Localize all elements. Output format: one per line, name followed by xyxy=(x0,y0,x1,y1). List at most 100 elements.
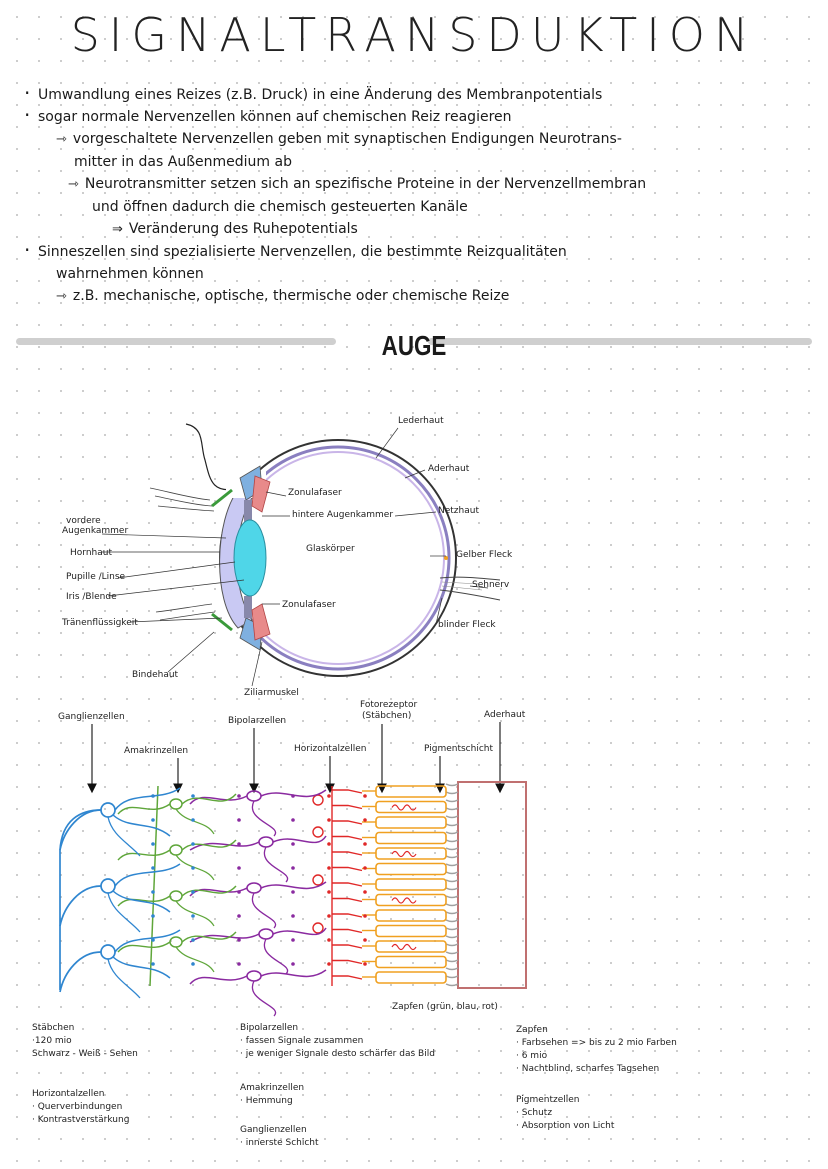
synapse-dot xyxy=(291,938,295,942)
pigment-squiggle xyxy=(445,855,459,859)
ganglion-axon xyxy=(59,885,102,927)
notes-bipolarzellen: Bipolarzellen· fassen Signale zusammen· … xyxy=(240,1023,435,1059)
notes-zapfen: Zapfen· Farbsehen => bis zu 2 mio Farben… xyxy=(516,1025,677,1074)
ganglion-cell-body xyxy=(100,944,116,960)
bullet-list: Umwandlung eines Reizes (z.B. Druck) in … xyxy=(22,82,812,308)
synapse-dot xyxy=(191,866,195,870)
ganglion-axon xyxy=(59,809,102,851)
synapse-dot xyxy=(327,866,331,870)
bullet-item: ⇒Veränderung des Ruhepotentials xyxy=(112,221,358,237)
label-fotorezeptor-1: Fotorezeptor xyxy=(360,700,418,710)
cone-segment xyxy=(391,943,417,951)
horizontal-cell-body xyxy=(312,794,324,806)
optic-nerve-fibers xyxy=(441,581,483,591)
photoreceptor-cell xyxy=(375,785,447,798)
label-hintere-augenkammer: hintere Augenkammer xyxy=(292,510,394,520)
bipolar-branch xyxy=(251,800,277,837)
label-pupille-linse: Pupille /Linse xyxy=(66,572,126,582)
pigment-squiggle xyxy=(445,919,459,923)
synapse-dot xyxy=(363,890,367,894)
pigment-squiggle xyxy=(445,831,459,835)
bullet-item: Umwandlung eines Reizes (z.B. Druck) in … xyxy=(22,82,812,106)
notes-horizontalzellen: Horizontalzellen· Querverbindungen· Kont… xyxy=(32,1089,130,1125)
synapse-dot xyxy=(291,890,295,894)
conjunctiva-bottom xyxy=(211,612,233,632)
choroid-box xyxy=(457,781,527,989)
synapse-dot xyxy=(291,818,295,822)
synapse-dot xyxy=(363,962,367,966)
synapse-dot xyxy=(191,914,195,918)
ganglion-cell-body xyxy=(100,802,116,818)
pigment-squiggle xyxy=(445,783,459,787)
bipolar-axon xyxy=(189,933,260,943)
horizontal-cell-branch xyxy=(332,882,363,887)
synapse-dot xyxy=(363,842,367,846)
synapse-dot xyxy=(291,866,295,870)
synapse-dot xyxy=(327,914,331,918)
amakrin-cell-body xyxy=(169,890,183,902)
pigment-squiggle xyxy=(445,927,459,931)
photoreceptor-cell xyxy=(375,955,447,969)
horizontal-cell-branch xyxy=(332,851,363,856)
photoreceptor-cell xyxy=(375,831,447,845)
horizontal-cell-branch xyxy=(332,928,363,934)
synapse-dot xyxy=(191,938,195,942)
synapse-dot xyxy=(327,890,331,894)
notes-ganglienzellen: Ganglienzellen· innerste Schicht xyxy=(240,1125,319,1148)
ciliary-muscle-top xyxy=(251,475,271,513)
ganglion-dendrite xyxy=(114,787,181,811)
synapse-dot xyxy=(291,842,295,846)
synapse-dot xyxy=(327,818,331,822)
horizontal-cell-branch xyxy=(332,835,363,841)
amakrin-branch xyxy=(117,941,171,953)
synapse-dot xyxy=(151,962,155,966)
pigment-squiggle xyxy=(445,871,459,875)
amakrin-branch xyxy=(175,808,215,835)
label-hornhaut: Hornhaut xyxy=(70,548,112,558)
synapse-dot xyxy=(191,842,195,846)
synapse-dot xyxy=(327,938,331,942)
pigment-squiggle xyxy=(445,847,459,851)
label-aderhaut-retina: Aderhaut xyxy=(484,710,526,720)
ganglion-dendrite xyxy=(114,863,181,887)
bipolar-axon xyxy=(189,841,260,851)
bullet-item: Sinneszellen sind spezialisierte Nervenz… xyxy=(22,239,812,263)
label-netzhaut: Netzhaut xyxy=(438,506,479,516)
page-title: SIGNALTRANSDUKTION xyxy=(70,8,758,62)
synapse-dot xyxy=(191,794,195,798)
horizontal-cell-branch xyxy=(332,820,363,825)
label-glaskoerper: Glaskörper xyxy=(306,544,355,554)
pigment-squiggle xyxy=(445,887,459,891)
pigment-squiggle xyxy=(445,799,459,803)
bipolar-dendrite xyxy=(272,835,327,844)
bipolar-branch xyxy=(263,846,289,883)
bipolar-axon xyxy=(189,795,248,805)
amakrin-branch xyxy=(181,885,237,897)
bullet-item: wahrnehmen können xyxy=(56,266,204,282)
pigment-squiggle xyxy=(445,935,459,939)
bipolar-axon xyxy=(189,975,248,985)
amakrin-branch xyxy=(117,803,171,815)
amakrin-branch xyxy=(117,895,171,907)
bipolar-cell-body xyxy=(246,970,262,982)
optic-nerve xyxy=(439,576,501,601)
label-vordere-augenkammer-2: Augenkammer xyxy=(62,526,129,536)
photoreceptor-cell xyxy=(375,971,447,984)
label-zonulafaser-top: Zonulafaser xyxy=(288,488,342,498)
divider-right xyxy=(428,338,812,345)
section-title: AUGE xyxy=(381,330,447,361)
amakrin-cell-body xyxy=(169,798,183,810)
synapse-dot xyxy=(237,818,241,822)
label-ganglienzellen: Ganglienzellen xyxy=(58,712,125,722)
amakrin-branch xyxy=(175,946,215,973)
synapse-dot xyxy=(237,890,241,894)
arrow-right-icon: ⇾ xyxy=(56,132,67,147)
synapse-dot xyxy=(291,794,295,798)
horizontal-cell-branch xyxy=(332,866,363,872)
pigment-squiggle xyxy=(445,943,459,947)
synapse-dot xyxy=(237,962,241,966)
label-zonulafaser-bottom: Zonulafaser xyxy=(282,600,336,610)
amakrin-branch xyxy=(181,931,237,943)
pigment-squiggle xyxy=(445,975,459,979)
horizontal-cell-branch xyxy=(332,789,363,794)
